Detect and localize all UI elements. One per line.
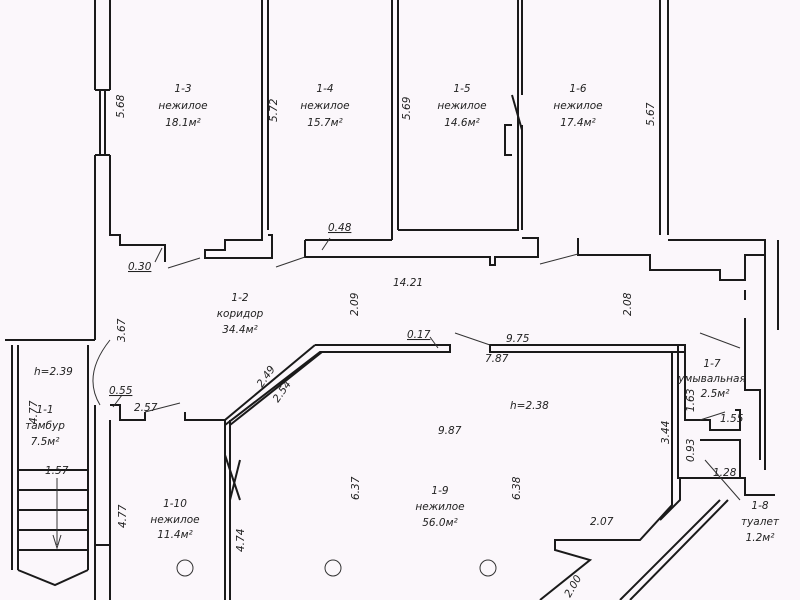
room-area: 56.0м² [422,517,458,529]
room-type: нежилое [150,514,199,526]
room-1-3-label: 1-3 нежилое 18.1м² [158,83,207,129]
room-type: туалет [741,516,780,528]
room-type: умывальная [677,373,746,385]
dimension: 4.77 [117,504,129,528]
dimension: 5.69 [401,96,413,120]
room-id: 1-9 [431,485,448,497]
room-area: 15.7м² [307,117,343,129]
dimension: 3.67 [116,318,128,342]
room-1-4-label: 1-4 нежилое 15.7м² [300,83,349,129]
room-1-10-label: 1-10 нежилое 11.4м² [150,498,199,541]
dimension: 14.21 [393,277,423,289]
room-type: нежилое [437,100,486,112]
room-id: 1-1 [36,404,53,416]
room-type: нежилое [300,100,349,112]
dimension: 2.54 [271,379,294,405]
room-type: нежилое [415,501,464,513]
room-1-9-label: 1-9 нежилое 56.0м² [415,485,464,529]
room-area: 2.5м² [701,388,731,400]
room-id: 1-6 [569,83,586,95]
room-id: 1-2 [231,292,248,304]
dimension: 1.28 [713,467,737,479]
room-area: 7.5м² [31,436,61,448]
dimension: 7.87 [485,353,509,365]
dimension: 2.09 [349,292,361,316]
room-id: 1-8 [751,500,768,512]
room-1-5-label: 1-5 нежилое 14.6м² [437,83,486,129]
room-area: 11.4м² [157,529,193,541]
dimension: 0.17 [407,329,431,341]
dimension: 9.87 [438,425,462,437]
dimension: 2.00 [562,573,584,600]
room-id: 1-3 [174,83,191,95]
room-area: 1.2м² [746,532,776,544]
room-area: 17.4м² [560,117,596,129]
room-1-8-label: 1-8 туалет 1.2м² [741,500,780,544]
height-label: h=2.39 [34,366,73,378]
dimension: 4.74 [235,529,247,552]
room-1-1-label: 1-1 тамбур 7.5м² [25,404,65,448]
dimension: 9.75 [506,333,530,345]
dimensions: 5.68 5.72 5.69 5.67 0.30 0.48 14.21 2.09… [28,94,744,599]
dimension: 3.44 [660,421,672,444]
ceiling-heights: h=2.39 h=2.38 [34,366,549,412]
dimension: 0.93 [685,439,697,462]
dimension: 2.07 [590,516,614,528]
dimension: 5.68 [115,94,127,118]
room-type: тамбур [25,420,65,432]
dimension: 6.37 [350,476,362,500]
room-id: 1-5 [453,83,470,95]
dimension: 1.63 [685,389,697,412]
room-id: 1-7 [703,358,720,370]
room-1-6-label: 1-6 нежилое 17.4м² [553,83,602,129]
room-area: 34.4м² [222,324,258,336]
room-type: нежилое [158,100,207,112]
dimension: 5.72 [268,98,280,122]
room-1-7-label: 1-7 умывальная 2.5м² [677,358,746,400]
dimension: 4.77 [28,400,40,424]
room-id: 1-10 [163,498,187,510]
room-1-2-label: 1-2 коридор 34.4м² [217,292,264,336]
room-area: 18.1м² [165,117,201,129]
height-label: h=2.38 [510,400,549,412]
dimension: 5.67 [645,102,657,126]
room-id: 1-4 [316,83,333,95]
dimension: 0.55 [109,385,133,397]
walls [5,0,779,600]
dimension: 2.08 [622,292,634,316]
room-area: 14.6м² [444,117,480,129]
room-type: нежилое [553,100,602,112]
dimension: 1.55 [720,413,744,425]
room-type: коридор [217,308,264,320]
dimension: 0.48 [328,222,352,234]
dimension: 0.30 [128,261,152,273]
dimension: 1.57 [45,465,69,477]
dimension: 6.38 [511,476,523,500]
dimension: 2.57 [134,402,158,414]
